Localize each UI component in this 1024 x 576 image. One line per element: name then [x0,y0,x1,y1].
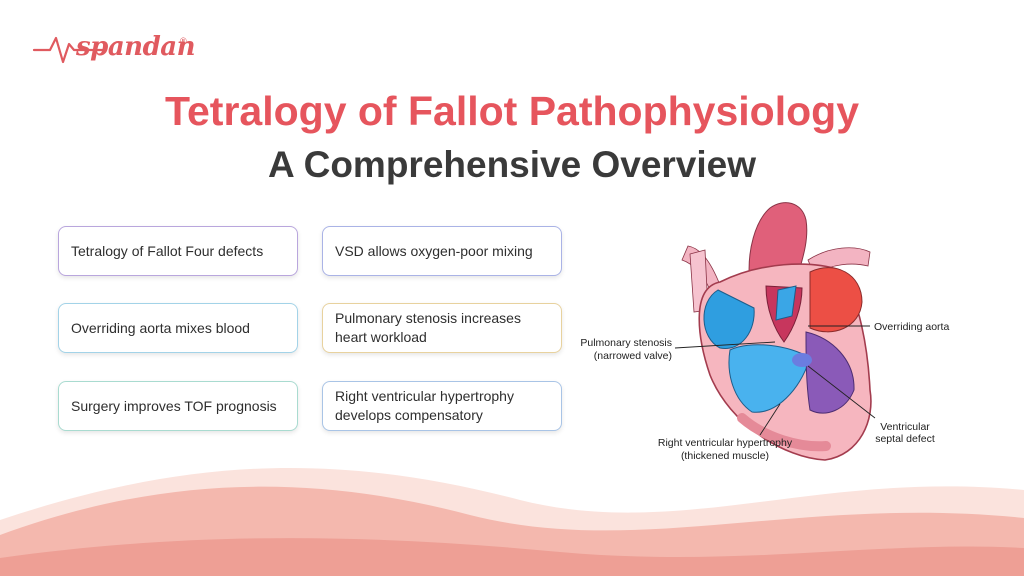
card-text: Pulmonary stenosis increases heart workl… [335,310,521,345]
label-vsd-line1: Ventricular [880,421,930,433]
fact-card-pulmonary-stenosis: Pulmonary stenosis increases heart workl… [322,303,562,353]
label-rvh-line2: (thickened muscle) [681,450,769,462]
label-rvh-line1: Right ventricular hypertrophy [658,437,793,449]
decorative-waves [0,467,1024,576]
pulmonary-trunk [775,285,797,321]
page-title: Tetralogy of Fallot Pathophysiology [165,88,859,134]
label-pulmonary-stenosis: Pulmonary stenosis [580,337,672,349]
card-text: Right ventricular hypertrophy develops c… [335,388,514,423]
septal-defect-opening [792,353,812,367]
card-text: Overriding aorta mixes blood [71,319,250,336]
page-subtitle: A Comprehensive Overview [267,144,757,185]
left-atrium [809,267,863,333]
label-vsd-line2: septal defect [875,433,935,445]
card-text: VSD allows oxygen-poor mixing [335,242,533,259]
fact-card-overriding-aorta: Overriding aorta mixes blood [58,303,298,353]
heart-diagram: Overriding aorta Pulmonary stenosis (nar… [580,202,949,462]
fact-card-four-defects: Tetralogy of Fallot Four defects [58,226,298,276]
fact-card-rvh: Right ventricular hypertrophy develops c… [322,381,562,431]
card-text: Tetralogy of Fallot Four defects [71,242,264,259]
label-overriding-aorta: Overriding aorta [874,321,949,333]
fact-card-vsd: VSD allows oxygen-poor mixing [322,226,562,276]
right-ventricle [728,344,811,413]
label-pulmonary-stenosis-note: (narrowed valve) [594,350,672,362]
card-text: Surgery improves TOF prognosis [71,397,277,414]
registered-mark: ® [180,36,187,46]
fact-card-surgery: Surgery improves TOF prognosis [58,381,298,431]
heartbeat-icon [32,36,106,64]
thickened-muscle [737,413,831,452]
brand-logo [32,36,106,64]
right-atrium [703,289,755,349]
brand-name: spandan [76,32,196,62]
